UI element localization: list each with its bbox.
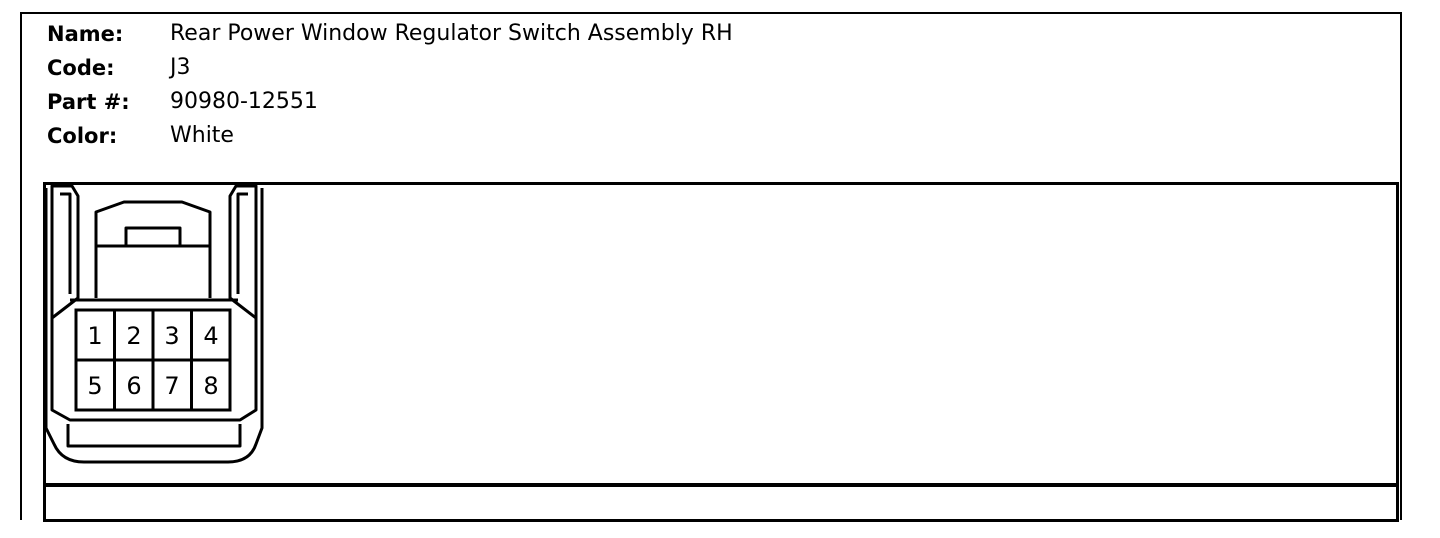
- right-latch: [228, 184, 258, 320]
- color-value: White: [170, 123, 234, 148]
- connector-info-frame: [20, 12, 1402, 520]
- pin-label: 1: [87, 322, 102, 350]
- pin-label: 3: [164, 322, 179, 350]
- pin-label: 4: [203, 322, 218, 350]
- part-label: Part #:: [47, 90, 130, 114]
- part-value: 90980-12551: [170, 89, 318, 114]
- name-label: Name:: [47, 22, 124, 46]
- pin-label: 7: [164, 372, 179, 400]
- name-value: Rear Power Window Regulator Switch Assem…: [170, 21, 733, 46]
- footer-divider: [43, 483, 1399, 487]
- code-label: Code:: [47, 56, 115, 80]
- pin-grid: [74, 308, 232, 412]
- pin-label: 6: [126, 372, 141, 400]
- pin-label: 8: [203, 372, 218, 400]
- pin-label: 5: [87, 372, 102, 400]
- pin-label: 2: [126, 322, 141, 350]
- top-key: [94, 200, 212, 298]
- housing-outline: [44, 188, 264, 464]
- code-value: J3: [170, 55, 191, 80]
- color-label: Color:: [47, 124, 118, 148]
- left-latch: [50, 184, 80, 320]
